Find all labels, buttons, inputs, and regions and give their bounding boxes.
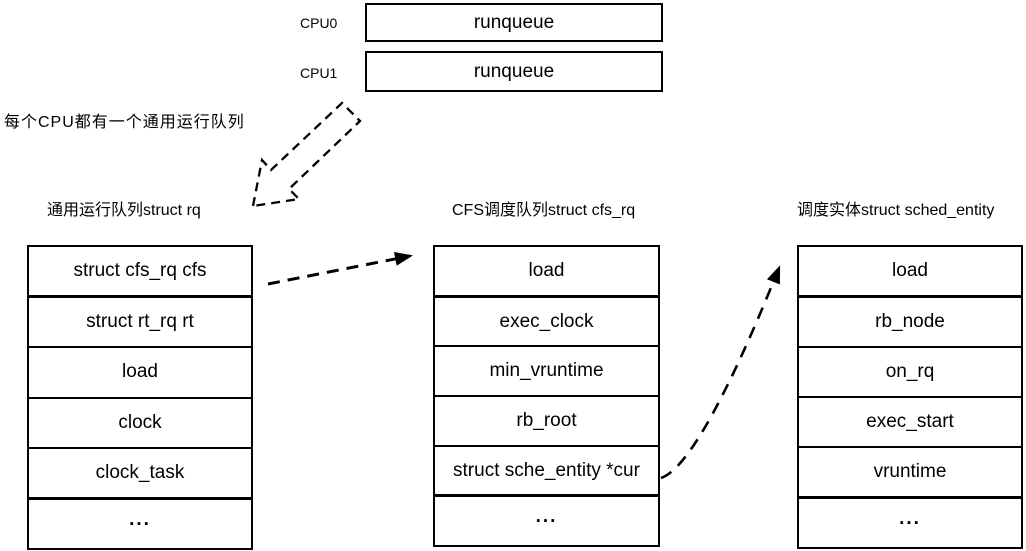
- struct-rq-table: struct cfs_rq cfs struct rt_rq rt load c…: [27, 245, 253, 550]
- table-cell: clock_task: [29, 449, 251, 500]
- ellipsis-cell: ...: [899, 508, 921, 529]
- table-cell: struct rt_rq rt: [29, 298, 251, 349]
- table-cell: rb_node: [799, 298, 1021, 348]
- table-cell: load: [799, 247, 1021, 298]
- block-arrow-cpu-to-rq-icon: [251, 101, 362, 208]
- table-cell: vruntime: [799, 448, 1021, 499]
- ellipsis-cell: ...: [129, 508, 151, 530]
- cpu1-label: CPU1: [300, 65, 338, 81]
- table-cell: exec_start: [799, 398, 1021, 448]
- table-cell: ...: [435, 497, 658, 545]
- struct-cfs-rq-title: CFS调度队列struct cfs_rq: [452, 202, 636, 219]
- struct-sched-entity-table: load rb_node on_rq exec_start vruntime .…: [797, 245, 1023, 549]
- struct-rq-title: 通用运行队列struct rq: [47, 202, 201, 219]
- cpu0-label: CPU0: [300, 15, 338, 31]
- table-cell: min_vruntime: [435, 347, 658, 398]
- per-cpu-runqueue-caption: 每个CPU都有一个通用运行队列: [4, 114, 245, 131]
- struct-cfs-rq-table: load exec_clock min_vruntime rb_root str…: [433, 245, 660, 547]
- table-cell: ...: [29, 500, 251, 548]
- cpu0-runqueue-box: runqueue: [365, 3, 663, 42]
- cpu1-runqueue-box: runqueue: [365, 51, 663, 92]
- table-cell: clock: [29, 399, 251, 449]
- arrow-cur-field-to-sched-entity-icon: [660, 265, 781, 480]
- struct-sched-entity-title: 调度实体struct sched_entity: [797, 202, 995, 219]
- table-cell: struct sche_entity *cur: [435, 447, 658, 498]
- table-cell: rb_root: [435, 397, 658, 447]
- table-cell: on_rq: [799, 348, 1021, 398]
- arrow-cfs-field-to-cfs-rq-icon: [267, 252, 413, 286]
- table-cell: load: [29, 348, 251, 399]
- table-cell: load: [435, 247, 658, 298]
- table-cell: struct cfs_rq cfs: [29, 247, 251, 299]
- table-cell: ...: [799, 499, 1021, 547]
- table-cell: exec_clock: [435, 298, 658, 348]
- ellipsis-cell: ...: [535, 506, 558, 528]
